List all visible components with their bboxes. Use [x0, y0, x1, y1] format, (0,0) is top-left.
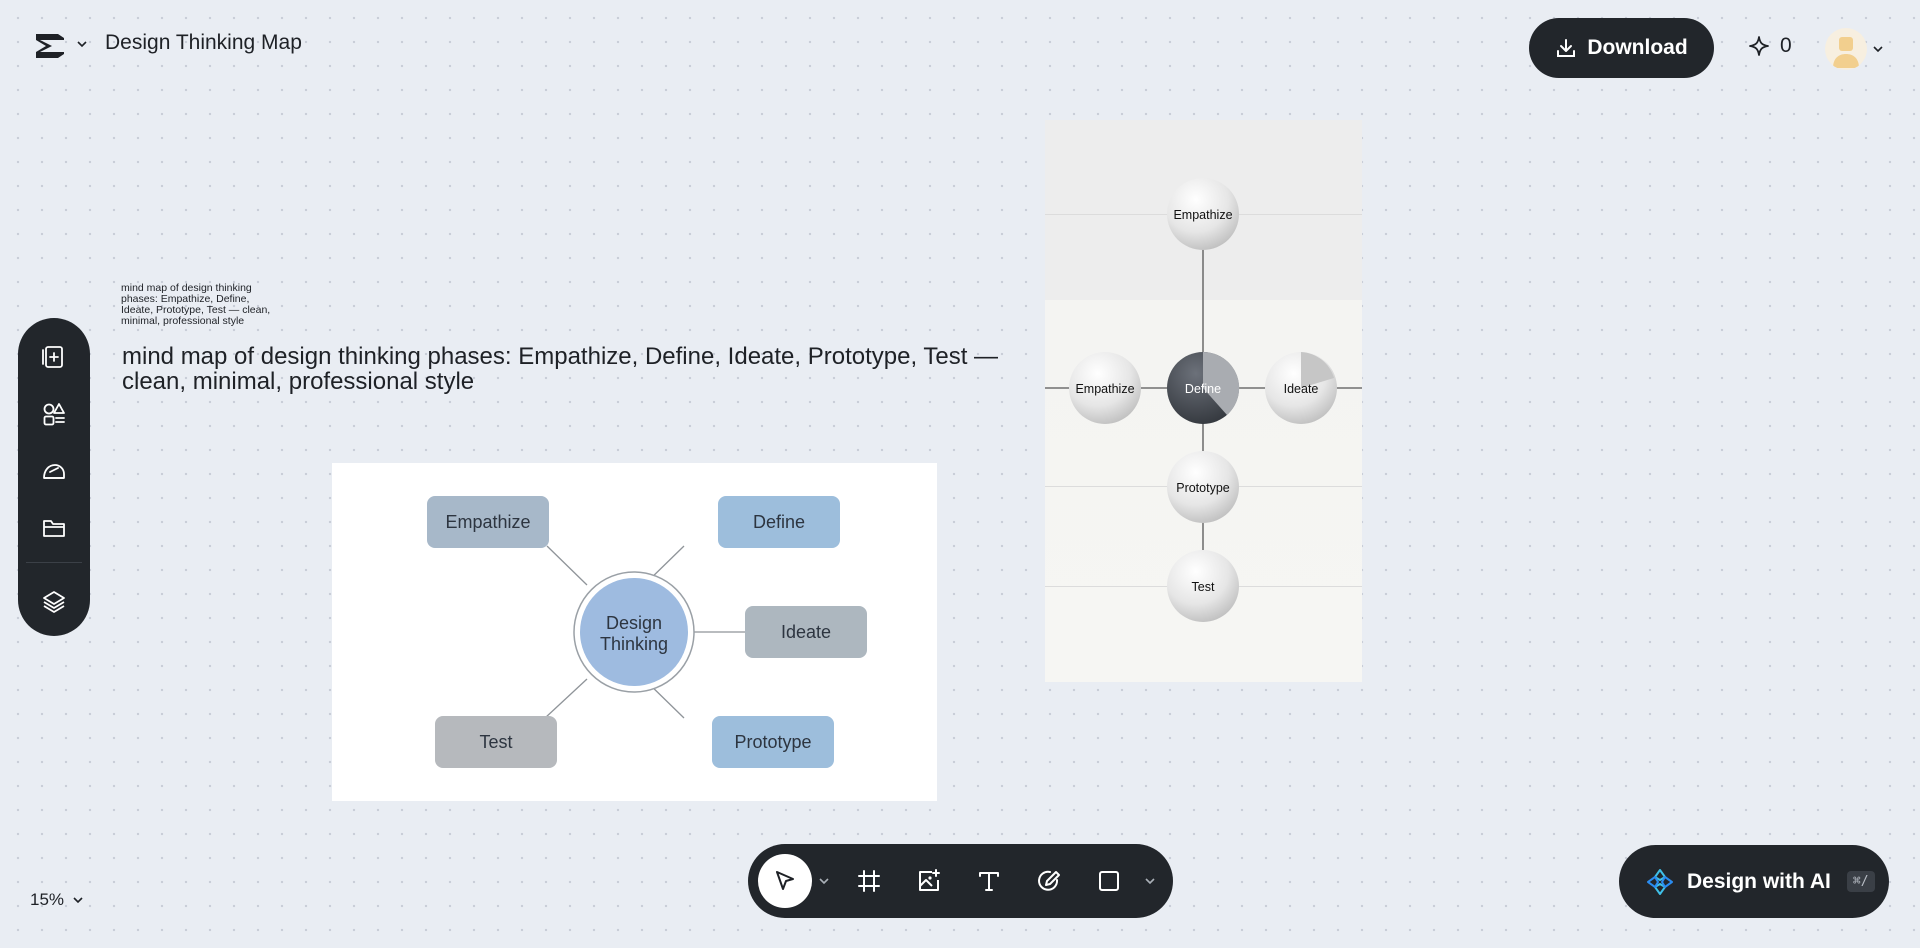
sparkle-icon — [1749, 36, 1769, 56]
chevron-down-icon — [73, 897, 83, 904]
top-bar: Design Thinking Map Download 0 — [0, 0, 1920, 90]
ai-diamond-icon — [1647, 868, 1673, 895]
elements-button[interactable] — [30, 391, 78, 436]
add-page-icon — [42, 345, 63, 368]
document-title[interactable]: Design Thinking Map — [105, 31, 302, 54]
bottom-toolbar — [748, 844, 1173, 918]
add-image-icon — [919, 869, 940, 891]
shape-tool[interactable] — [1086, 858, 1132, 904]
avatar[interactable] — [1825, 28, 1867, 70]
pen-icon — [1038, 870, 1060, 891]
brand-kit-button[interactable] — [30, 448, 78, 493]
text-tool[interactable] — [966, 858, 1012, 904]
mind-map-graphic: Design Thinking Empathize Define Ideate … — [427, 496, 867, 768]
square-icon — [1099, 871, 1119, 891]
ai-shortcut-badge: ⌘/ — [1846, 871, 1875, 892]
left-sidebar — [18, 318, 90, 636]
cloud-hat-icon — [43, 463, 65, 479]
user-avatar-icon — [1833, 37, 1859, 68]
add-page-button[interactable] — [30, 334, 78, 379]
image-tool[interactable] — [906, 858, 952, 904]
download-label: Download — [1587, 36, 1688, 59]
sphere-right-ideate: Ideate — [1284, 382, 1319, 396]
mind-map-image-1[interactable]: Design Thinking Empathize Define Ideate … — [332, 463, 937, 801]
layers-button[interactable] — [30, 579, 78, 624]
sphere-center-define: Define — [1185, 382, 1221, 396]
draw-tool[interactable] — [1026, 858, 1072, 904]
design-with-ai-button[interactable]: Design with AI ⌘/ — [1619, 845, 1889, 918]
sphere-left-empathize: Empathize — [1075, 382, 1134, 396]
sphere-diagram-graphic: Empathize Empathize Define Ideate Protot… — [1045, 178, 1362, 622]
prompt-text-large[interactable]: mind map of design thinking phases: Empa… — [122, 343, 999, 395]
credits-counter[interactable]: 0 — [1748, 34, 1792, 58]
chevron-down-icon[interactable] — [1872, 43, 1884, 55]
chevron-down-icon[interactable] — [818, 875, 830, 887]
sphere-prototype: Prototype — [1176, 481, 1230, 495]
sphere-test: Test — [1192, 580, 1215, 594]
zoom-value: 15% — [30, 890, 65, 909]
sidebar-divider — [26, 562, 82, 563]
select-tool[interactable] — [758, 854, 812, 908]
chevron-down-icon[interactable] — [1144, 875, 1156, 887]
sphere-top-empathize: Empathize — [1173, 208, 1232, 222]
capcut-logo-icon[interactable] — [34, 30, 66, 58]
uploads-button[interactable] — [30, 505, 78, 550]
shapes-icon — [43, 402, 65, 425]
node-ideate: Ideate — [781, 622, 831, 642]
cursor-icon — [776, 871, 794, 890]
layers-icon — [43, 590, 65, 613]
frame-icon — [858, 870, 880, 892]
prompt-text-small[interactable]: mind map of design thinking phases: Empa… — [121, 282, 271, 327]
download-button[interactable]: Download — [1529, 18, 1714, 78]
center-node-line1: Design — [606, 613, 662, 633]
text-icon — [979, 872, 999, 891]
node-define: Define — [753, 512, 805, 532]
mind-map-image-2[interactable]: Empathize Empathize Define Ideate Protot… — [1045, 120, 1362, 682]
center-node-line2: Thinking — [600, 634, 668, 654]
chevron-down-icon[interactable] — [76, 38, 88, 50]
folder-icon — [43, 519, 65, 537]
credits-value: 0 — [1780, 34, 1792, 57]
zoom-control[interactable]: 15% — [30, 890, 84, 910]
ai-button-label: Design with AI — [1687, 869, 1831, 893]
node-test: Test — [479, 732, 512, 752]
frame-tool[interactable] — [846, 858, 892, 904]
node-empathize: Empathize — [445, 512, 530, 532]
download-icon — [1557, 39, 1576, 57]
node-prototype: Prototype — [734, 732, 811, 752]
